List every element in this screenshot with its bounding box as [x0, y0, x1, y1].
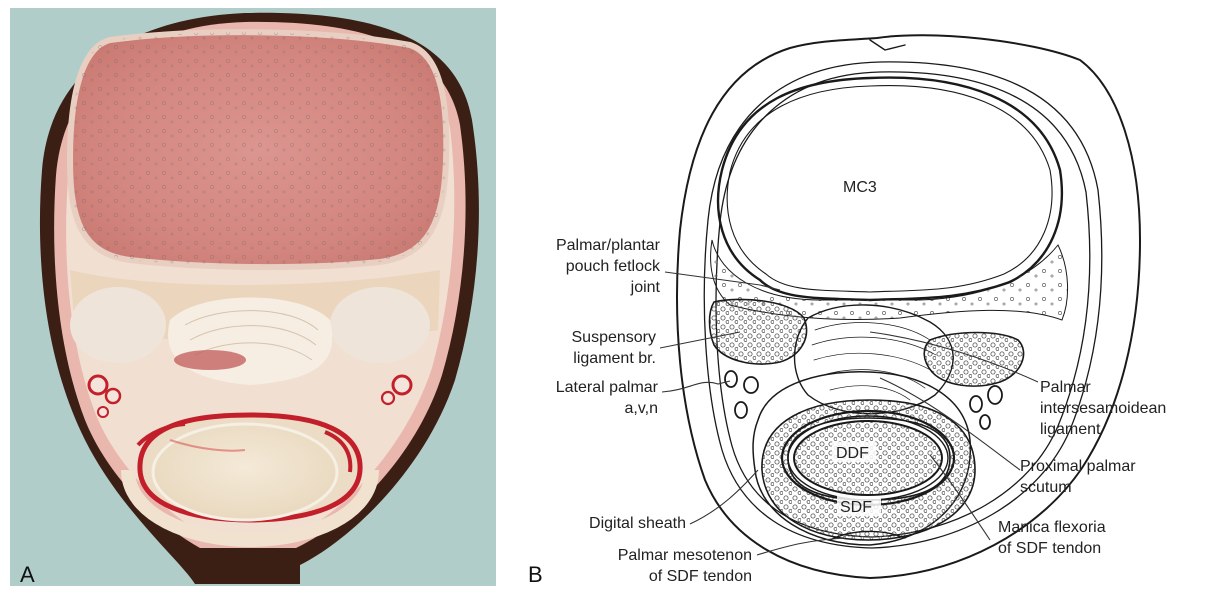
- svg-text:pouch fetlock: pouch fetlock: [566, 258, 661, 275]
- svg-text:Digital sheath: Digital sheath: [589, 515, 686, 532]
- ddf-label: DDF: [836, 445, 869, 462]
- lateral-palmar-vein: [744, 377, 758, 393]
- diagram-panel: MC3 DDF SDF: [528, 35, 1166, 587]
- svg-text:Proximal palmar: Proximal palmar: [1020, 458, 1136, 475]
- suspensory-branch-right-drawing: [924, 333, 1023, 387]
- suspensory-branch-left: [70, 287, 166, 363]
- sdf-label: SDF: [840, 499, 872, 516]
- label-mesotenon: Palmar mesotenon of SDF tendon: [618, 547, 752, 585]
- label-manica: Manica flexoria of SDF tendon: [998, 519, 1106, 557]
- label-scutum: Proximal palmar scutum: [1020, 458, 1136, 496]
- vessel-left: [89, 376, 107, 394]
- svg-text:Palmar mesotenon: Palmar mesotenon: [618, 547, 752, 564]
- svg-text:intersesamoidean: intersesamoidean: [1040, 400, 1166, 417]
- svg-text:Lateral palmar: Lateral palmar: [556, 379, 659, 396]
- vessel-right: [393, 376, 411, 394]
- svg-text:of SDF tendon: of SDF tendon: [649, 568, 752, 585]
- panel-label-b: B: [528, 562, 543, 587]
- label-palmar-pouch: Palmar/plantar pouch fetlock joint: [556, 237, 661, 296]
- svg-text:a,v,n: a,v,n: [625, 400, 659, 417]
- svg-text:of SDF tendon: of SDF tendon: [998, 540, 1101, 557]
- svg-text:Manica flexoria: Manica flexoria: [998, 519, 1106, 536]
- svg-text:scutum: scutum: [1020, 479, 1072, 496]
- svg-text:ligament br.: ligament br.: [573, 350, 656, 367]
- svg-text:Palmar/plantar: Palmar/plantar: [556, 237, 661, 254]
- suspensory-branch-left-drawing: [710, 299, 807, 364]
- suspensory-branch-right: [330, 287, 430, 363]
- label-digital-sheath: Digital sheath: [589, 515, 686, 532]
- mc3-label: MC3: [843, 179, 877, 196]
- label-suspensory: Suspensory ligament br.: [572, 329, 657, 367]
- ddf-tendon-photo: [153, 424, 337, 520]
- label-lateral-palmar: Lateral palmar a,v,n: [556, 379, 659, 417]
- photo-panel: A: [10, 8, 496, 587]
- lateral-palmar-artery: [725, 371, 737, 387]
- svg-text:Suspensory: Suspensory: [572, 329, 657, 346]
- leader-digital-sheath: [690, 470, 758, 524]
- mc3-bone: [718, 78, 1062, 300]
- svg-text:joint: joint: [630, 279, 661, 296]
- panel-label-a: A: [20, 562, 35, 587]
- svg-text:Palmar: Palmar: [1040, 379, 1091, 396]
- lateral-palmar-nerve: [735, 402, 747, 418]
- svg-text:ligament: ligament: [1040, 421, 1101, 438]
